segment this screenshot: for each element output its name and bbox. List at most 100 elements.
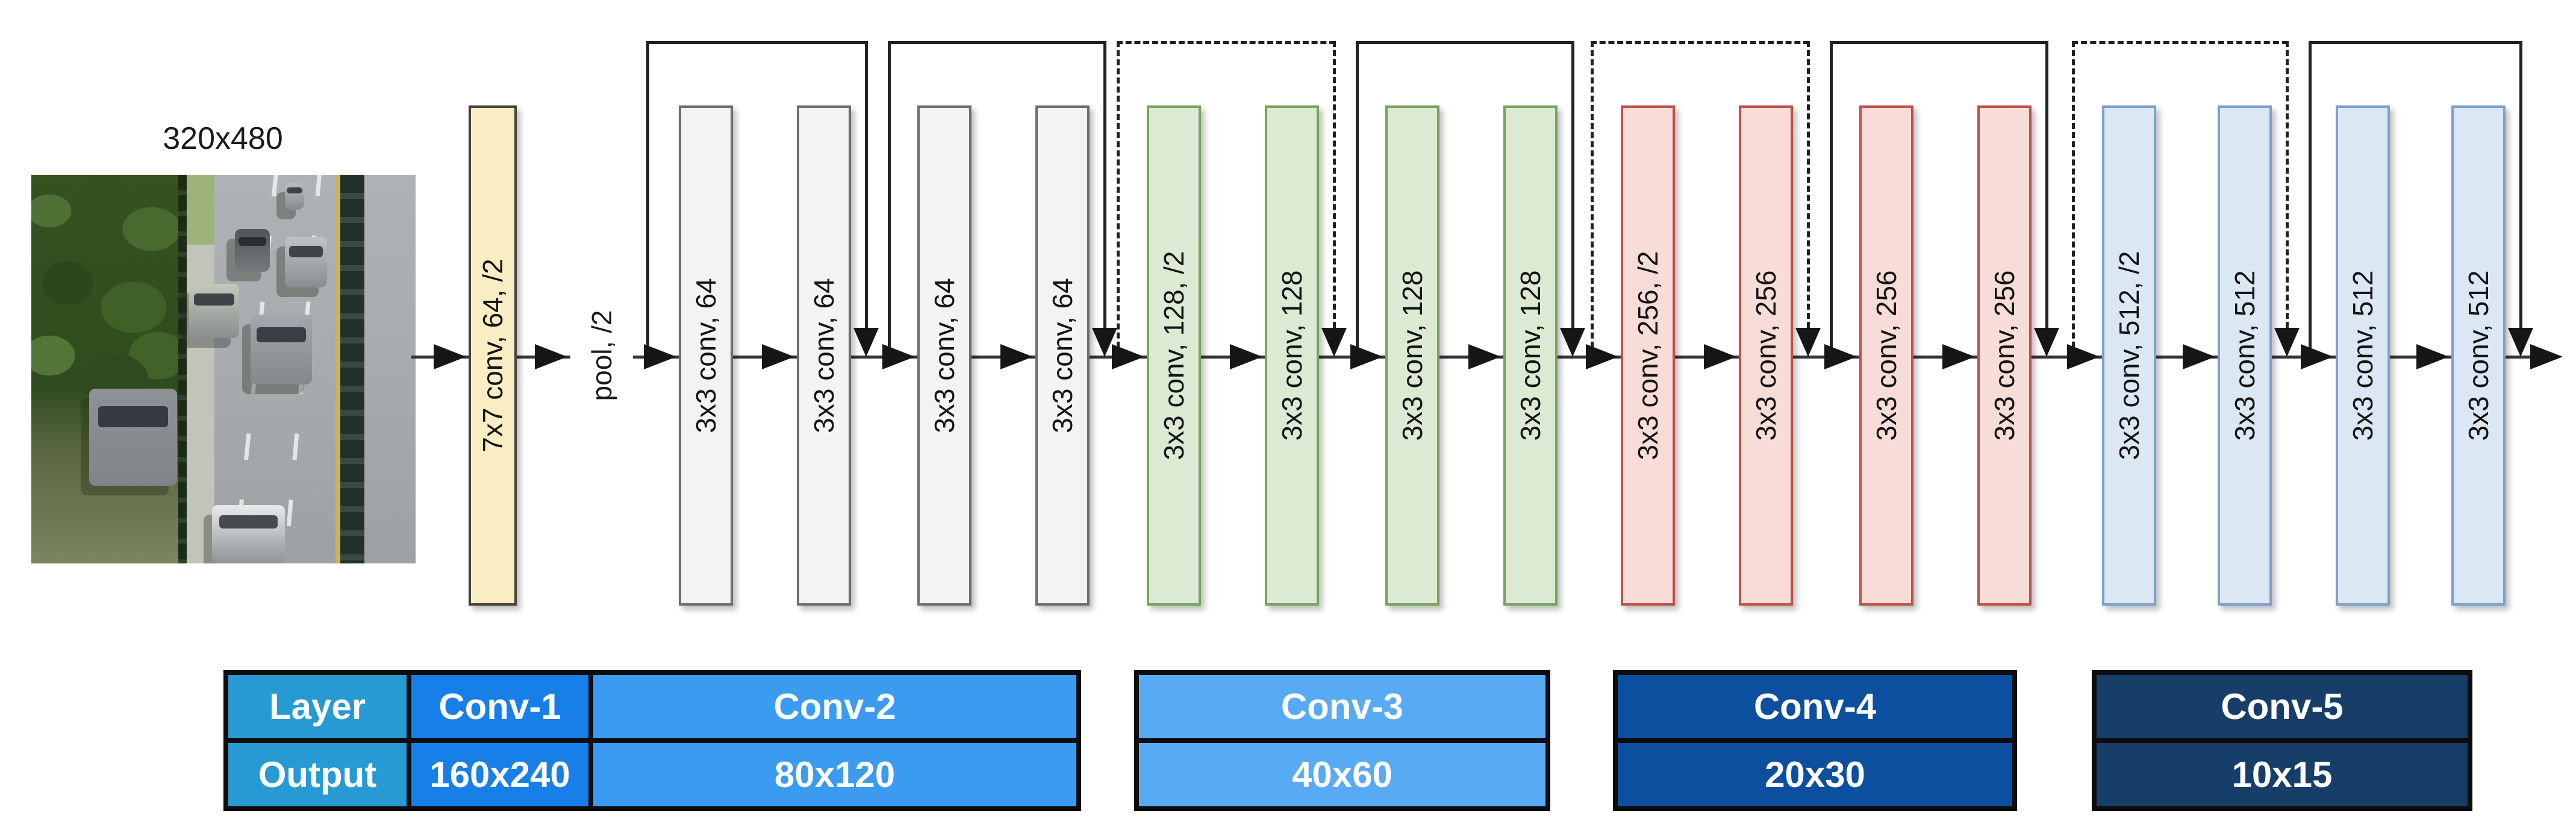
skip-arrowhead	[853, 328, 879, 357]
skip-top-line	[2309, 41, 2522, 44]
conv-block-conv5-2: 3x3 conv, 512	[2218, 105, 2272, 606]
skip-arrowhead	[2274, 328, 2300, 357]
skip-top-line	[1591, 41, 1809, 44]
photo-car	[235, 229, 270, 272]
conv-block-conv3-3: 3x3 conv, 128	[1385, 105, 1439, 606]
flow-arrowhead	[644, 344, 676, 369]
table-cell-output-conv-4: 20x30	[1618, 743, 2012, 806]
table-cell-layer-conv-1: Conv-1	[411, 675, 588, 738]
conv-block-label: 3x3 conv, 256, /2	[1632, 251, 1664, 460]
flow-arrowhead	[2067, 344, 2100, 369]
skip-up-line	[1830, 41, 1833, 357]
skip-top-line	[1356, 41, 1574, 44]
conv-block-conv5-1: 3x3 conv, 512, /2	[2102, 105, 2156, 606]
skip-up-line	[2309, 41, 2312, 357]
conv-block-label: 3x3 conv, 512, /2	[2113, 251, 2145, 460]
flow-arrowhead	[1468, 344, 1501, 369]
skip-arrowhead	[2508, 328, 2533, 357]
table-cell-layer-conv-2: Conv-2	[593, 675, 1076, 738]
skip-down-line	[2045, 41, 2048, 328]
skip-up-line	[1591, 41, 1594, 357]
flow-arrowhead	[1942, 344, 1975, 369]
photo-car-windshield	[257, 327, 306, 343]
photo-car	[251, 315, 312, 384]
skip-top-line	[2072, 41, 2288, 44]
table-row-label-layer: Layer	[228, 675, 407, 738]
photo-car	[285, 237, 327, 287]
conv-block-label: 3x3 conv, 128	[1397, 270, 1428, 441]
photo-car-windshield	[289, 246, 323, 257]
flow-arrowhead	[1112, 344, 1144, 369]
skip-up-line	[2072, 41, 2075, 357]
conv-block-conv5-4: 3x3 conv, 512	[2451, 105, 2506, 606]
conv-block-conv5-3: 3x3 conv, 512	[2336, 105, 2390, 606]
conv-block-label: 3x3 conv, 256	[1750, 270, 1782, 441]
skip-top-line	[1830, 41, 2048, 44]
conv-block-conv4-2: 3x3 conv, 256	[1739, 105, 1793, 606]
conv-block-label: 7x7 conv, 64, /2	[477, 259, 508, 453]
photo-car	[189, 284, 239, 338]
flow-arrowhead	[882, 344, 915, 369]
flow-arrowhead	[1230, 344, 1262, 369]
skip-down-line	[1571, 41, 1574, 328]
conv-block-label: 3x3 conv, 64	[1047, 278, 1078, 433]
conv-block-conv2-1: 3x3 conv, 64	[679, 105, 733, 606]
skip-arrowhead	[1092, 328, 1117, 357]
table-cell-output-conv-2: 80x120	[593, 743, 1076, 806]
flow-arrowhead	[2183, 344, 2215, 369]
photo-left-fence	[178, 175, 187, 563]
photo-car	[212, 505, 285, 563]
input-size-label: 320x480	[163, 121, 283, 156]
conv-block-label: 3x3 conv, 128	[1276, 270, 1308, 441]
photo-car	[89, 389, 177, 486]
skip-arrowhead	[2034, 328, 2059, 357]
conv-block-conv3-2: 3x3 conv, 128	[1265, 105, 1319, 606]
conv-block-label: 3x3 conv, 128, /2	[1158, 251, 1190, 460]
skip-up-line	[1356, 41, 1359, 357]
skip-down-line	[2519, 41, 2522, 328]
flow-arrowhead	[434, 344, 466, 369]
skip-top-line	[888, 41, 1106, 44]
conv-block-label: 3x3 conv, 64	[690, 278, 722, 433]
conv-block-label: 3x3 conv, 256	[1989, 270, 2020, 441]
conv-block-conv4-3: 3x3 conv, 256	[1859, 105, 1913, 606]
photo-car-windshield	[219, 515, 278, 528]
skip-arrowhead	[1795, 328, 1821, 357]
skip-down-line	[1807, 41, 1810, 328]
conv-block-conv2-2: 3x3 conv, 64	[797, 105, 851, 606]
pool-label-text: pool, /2	[586, 310, 617, 401]
conv-block-conv4-1: 3x3 conv, 256, /2	[1621, 105, 1675, 606]
table-cell-output-conv-5: 10x15	[2097, 743, 2468, 806]
skip-arrowhead	[1321, 328, 1347, 357]
conv-block-conv3-1: 3x3 conv, 128, /2	[1147, 105, 1201, 606]
table-cell-layer-conv-5: Conv-5	[2097, 675, 2468, 738]
flow-arrowhead	[1824, 344, 1857, 369]
table-cell-output-conv-3: 40x60	[1139, 743, 1545, 806]
conv-block-label: 3x3 conv, 64	[808, 278, 840, 433]
skip-down-line	[1333, 41, 1336, 328]
skip-arrowhead	[1560, 328, 1585, 357]
flow-arrowhead	[2301, 344, 2333, 369]
conv-block-label: 3x3 conv, 512	[2463, 270, 2494, 441]
photo-trees	[31, 175, 181, 563]
conv-block-conv3-4: 3x3 conv, 128	[1503, 105, 1558, 606]
table-row-label-output: Output	[228, 743, 407, 806]
photo-yellow-line	[335, 175, 340, 563]
skip-top-line	[1117, 41, 1335, 44]
photo-car-windshield	[194, 293, 234, 306]
table-cell-output-conv-1: 160x240	[411, 743, 588, 806]
skip-down-line	[1103, 41, 1106, 328]
conv-block-label: 3x3 conv, 128	[1515, 270, 1546, 441]
skip-down-line	[2286, 41, 2289, 328]
flow-arrowhead	[1704, 344, 1736, 369]
flow-arrowhead	[762, 344, 794, 369]
photo-car-windshield	[98, 406, 169, 428]
skip-up-line	[646, 41, 649, 357]
conv-block-label: 3x3 conv, 512	[2229, 270, 2260, 441]
photo-car-windshield	[287, 187, 302, 193]
input-image	[31, 175, 416, 563]
